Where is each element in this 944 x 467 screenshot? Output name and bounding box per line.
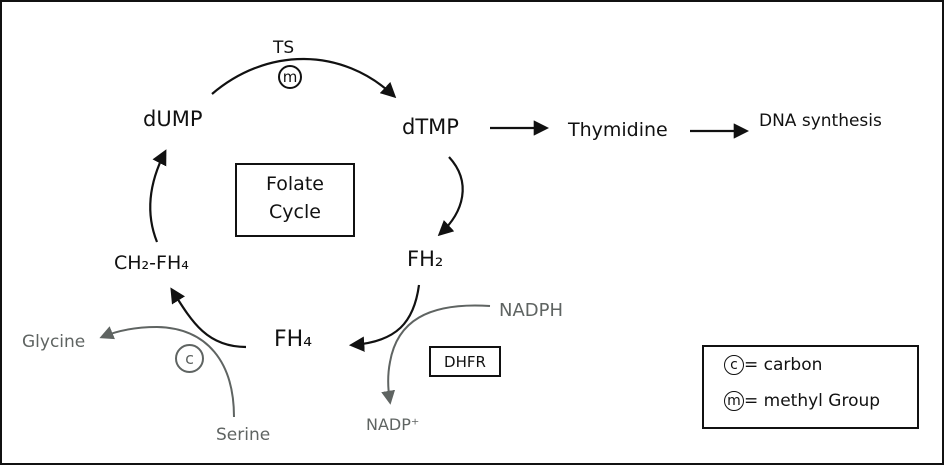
node-serine: Serine xyxy=(216,425,271,445)
dhfr-box: DHFR xyxy=(429,346,501,377)
ts-enzyme-label: TS xyxy=(273,38,295,58)
node-nadph: NADPH xyxy=(499,300,564,321)
arrow-ch2fh4-to-dump xyxy=(149,149,167,243)
arrow-fh4-to-ch2fh4 xyxy=(170,287,247,349)
legend-carbon-symbol: c xyxy=(724,355,744,375)
node-dna-synthesis: DNA synthesis xyxy=(759,111,882,131)
node-fh4: FH₄ xyxy=(274,327,313,352)
node-dtmp: dTMP xyxy=(402,115,459,139)
legend-box: c= carbon m= methyl Group xyxy=(702,345,919,429)
folate-cycle-line2: Cycle xyxy=(269,201,321,223)
legend-methyl-row: m= methyl Group xyxy=(724,391,880,411)
folate-cycle-box: Folate Cycle xyxy=(235,163,355,237)
dhfr-label: DHFR xyxy=(444,353,486,371)
node-dump: dUMP xyxy=(143,107,203,131)
legend-methyl-symbol: m xyxy=(724,391,744,411)
carbon-marker-circle: c xyxy=(175,344,204,373)
legend-carbon-row: c= carbon xyxy=(724,355,822,375)
node-nadp-plus: NADP⁺ xyxy=(366,415,420,434)
node-fh2: FH₂ xyxy=(407,247,444,271)
legend-methyl-text: = methyl Group xyxy=(744,391,881,411)
arrow-dump-to-dtmp xyxy=(211,58,397,99)
node-thymidine: Thymidine xyxy=(568,119,668,141)
methyl-marker-circle: m xyxy=(278,65,302,89)
folate-cycle-line1: Folate xyxy=(266,173,324,195)
node-ch2-fh4: CH₂-FH₄ xyxy=(114,252,189,274)
arrow-nadph-to-nadp xyxy=(381,304,491,405)
arrow-dtmp-to-fh2 xyxy=(437,156,464,237)
arrow-fh2-to-fh4 xyxy=(348,284,421,352)
legend-carbon-text: = carbon xyxy=(744,355,823,375)
node-glycine: Glycine xyxy=(22,332,86,352)
arrow-serine-to-glycine xyxy=(99,325,235,418)
